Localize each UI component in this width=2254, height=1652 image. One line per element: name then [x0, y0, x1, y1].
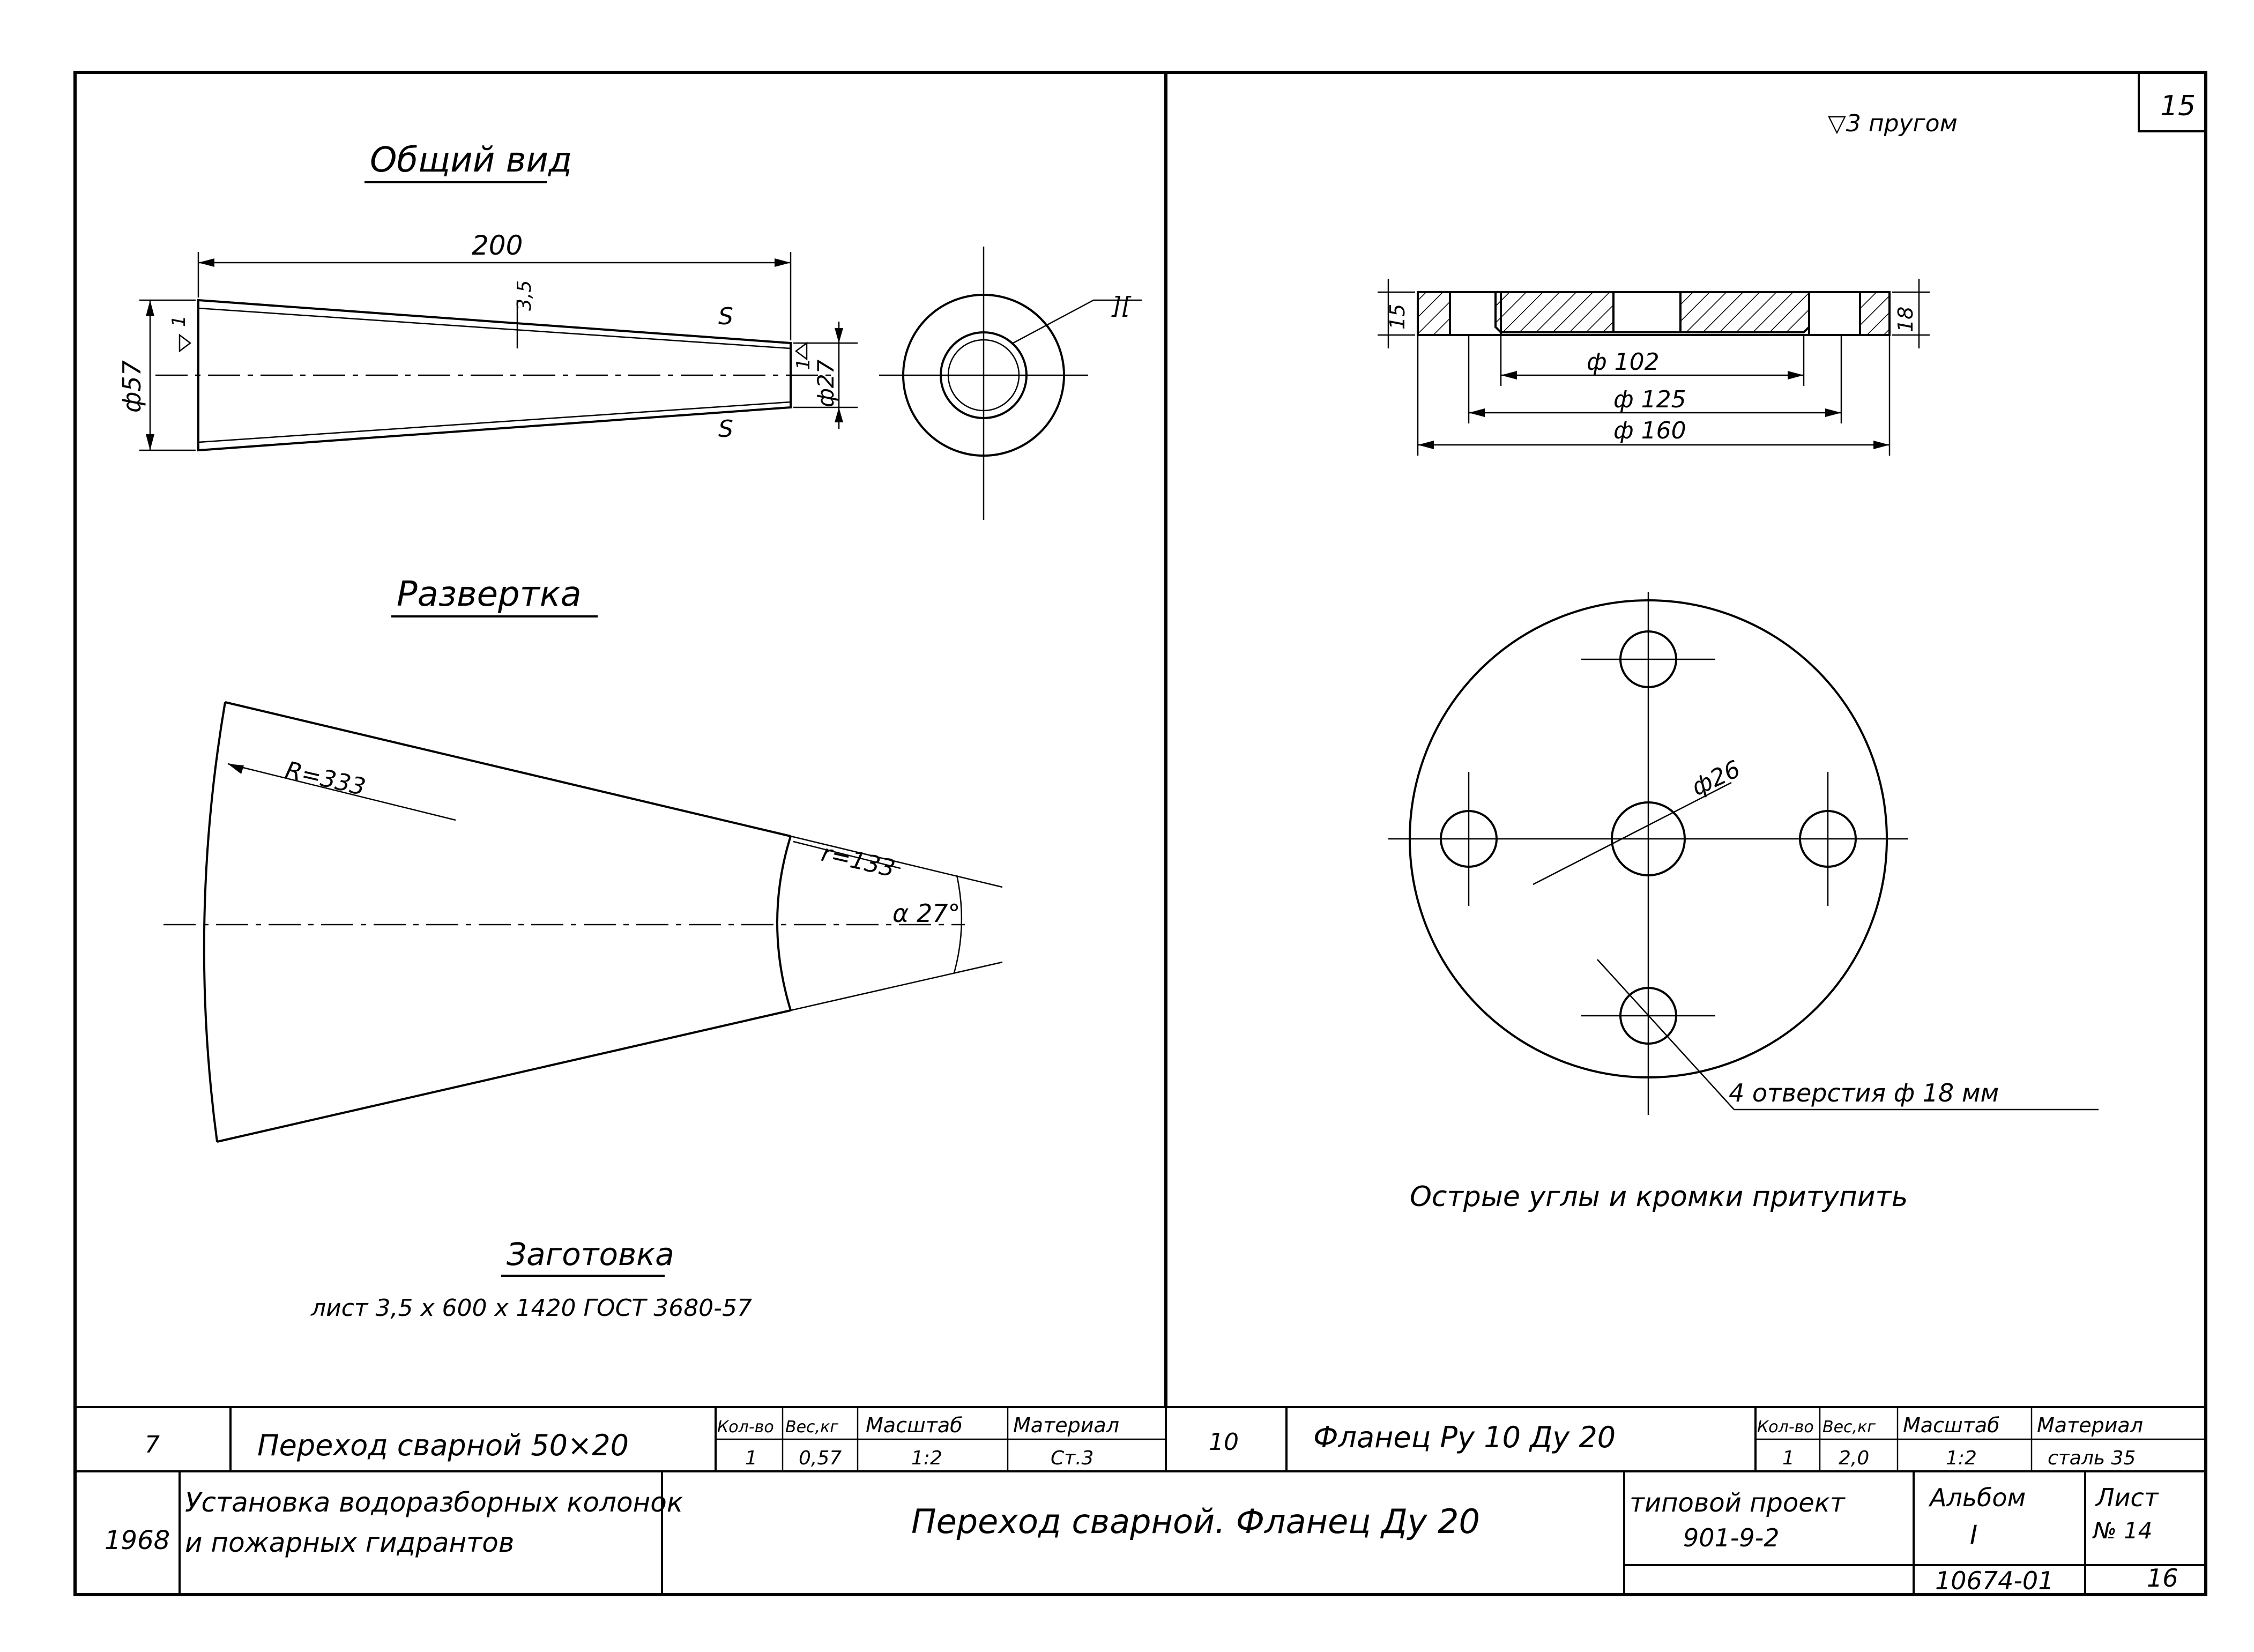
general-view-title: Общий вид — [370, 140, 572, 180]
flange-plan: ф26 4 отверстия ф 18 мм Острые углы и кр… — [1388, 592, 2099, 1213]
type-project-label: типовой проект — [1630, 1488, 1846, 1518]
spec-left-h-material: Материал — [1013, 1413, 1119, 1437]
spec-left-v-scale: 1:2 — [911, 1447, 942, 1469]
title-block — [178, 1471, 2206, 1595]
sheet-frame — [73, 71, 2207, 1596]
spec-right-name: Фланец Ру 10 Ду 20 — [1313, 1420, 1616, 1454]
spec-right-h-material: Материал — [2037, 1413, 2143, 1437]
spec-left-h-weight: Вес,кг — [785, 1418, 838, 1437]
project-line-2: и пожарных гидрантов — [185, 1527, 514, 1558]
spec-right-v-weight: 2,0 — [1839, 1447, 1869, 1469]
sheet-number: 15 — [2160, 90, 2196, 122]
spec-left-h-qty: Кол-во — [717, 1418, 774, 1437]
dim-large-dia: ф57 — [117, 360, 146, 413]
spec-right-v-qty: 1 — [1782, 1447, 1795, 1469]
edges-note: Острые углы и кромки притупить — [1410, 1181, 1908, 1213]
project-line-1: Установка водоразборных колонок — [185, 1487, 683, 1518]
dim-d160: ф 160 — [1613, 417, 1686, 444]
spec-left-v-weight: 0,57 — [799, 1447, 842, 1469]
weld-symbol: ][ — [1111, 292, 1132, 319]
dim-thickness-left: 15 — [1386, 304, 1409, 330]
dim-thickness-right: 18 — [1894, 307, 1917, 332]
album-label: Альбом — [1928, 1483, 2026, 1512]
flange-section: ▽3 пругом 15 18 ф 102 ф 125 — [1378, 110, 1958, 456]
dim-d102: ф 102 — [1587, 348, 1660, 376]
development-title: Развертка — [397, 575, 582, 614]
dim-small-dia: ф27 — [813, 359, 839, 407]
album-number: I — [1970, 1520, 1977, 1550]
dim-length: 200 — [472, 230, 523, 261]
dim-thickness: 3,5 — [514, 280, 535, 311]
s-mark-bottom: S — [718, 415, 733, 443]
s-mark-top: S — [718, 303, 733, 330]
sheet-no: № 14 — [2092, 1517, 2152, 1544]
spec-right-h-scale: Масштаб — [1903, 1413, 2000, 1437]
dev-angle: α 27° — [892, 899, 960, 928]
spec-left-pos: 7 — [145, 1431, 160, 1458]
archive-number: 10674-01 — [1935, 1566, 2054, 1595]
blank-text: лист 3,5 x 600 x 1420 ГОСТ 3680-57 — [310, 1294, 752, 1322]
general-view: Общий вид 200 3,5 ф57 ф27 1 — [117, 140, 858, 452]
dev-R: R=333 — [283, 756, 368, 801]
spec-left-name: Переход сварной 50×20 — [257, 1428, 629, 1462]
spec-right-v-material: сталь 35 — [2048, 1447, 2136, 1469]
spec-left-v-material: Ст.3 — [1051, 1447, 1093, 1469]
holes-note: 4 отверстия ф 18 мм — [1729, 1078, 1999, 1107]
spec-left-v-qty: 1 — [745, 1447, 757, 1469]
development-view: Развертка R=333 r=133 α 27° Заготовка ли… — [163, 575, 1003, 1322]
dev-r: r=133 — [819, 839, 898, 883]
dim-d26: ф26 — [1687, 755, 1744, 801]
dim-d125: ф 125 — [1613, 386, 1686, 413]
sheet-label: Лист — [2095, 1483, 2159, 1512]
year: 1968 — [105, 1526, 170, 1556]
reducer-end-view: ][ — [879, 247, 1142, 520]
spec-right-h-weight: Вес,кг — [1822, 1418, 1876, 1437]
spec-table — [75, 1406, 2206, 1472]
roughness-left: 1 — [168, 315, 190, 327]
spec-right-h-qty: Кол-во — [1757, 1418, 1814, 1437]
roughness-right: 1 — [793, 358, 814, 370]
surface-note: ▽3 пругом — [1828, 110, 1958, 137]
bottom-page-number: 16 — [2147, 1564, 2178, 1593]
spec-right-pos: 10 — [1209, 1428, 1239, 1456]
drawing-title: Переход сварной. Фланец Ду 20 — [911, 1502, 1480, 1541]
type-project-number: 901-9-2 — [1683, 1523, 1780, 1552]
spec-right-v-scale: 1:2 — [1946, 1447, 1977, 1469]
blank-title: Заготовка — [507, 1236, 674, 1273]
spec-left-h-scale: Масштаб — [866, 1413, 963, 1437]
